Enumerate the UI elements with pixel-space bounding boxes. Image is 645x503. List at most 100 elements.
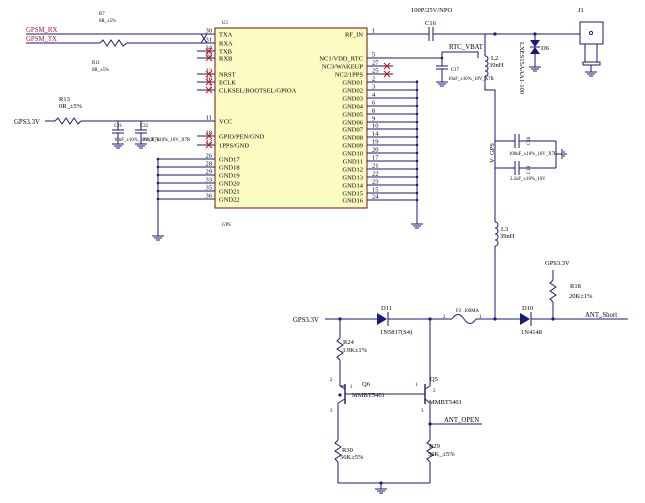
capacitor-c18: 100nF_±10%_10V_X7R C18 — [495, 134, 558, 157]
r29-value: 56K_±5% — [428, 451, 455, 458]
resistor-r30: R30 56K±5% — [334, 439, 364, 463]
l2-value: 39nH — [489, 62, 504, 69]
gpsm-tx-label: GPSM_TX — [26, 36, 57, 43]
q5-pin-e: 3 — [421, 409, 424, 414]
u5-pin-name: NC2/1PPS — [335, 72, 364, 79]
resistor-r13: R13 0R_±5% — [54, 96, 83, 125]
capacitor-c17: C17 10uF_±10%_10V_X7R — [448, 68, 495, 82]
f2-pin-b: 1 — [479, 315, 482, 320]
connector-j1: J1 — [578, 7, 604, 77]
u5-pin-name: 1PPS/GND — [219, 143, 249, 150]
u5-pin-number: 29 — [206, 169, 213, 176]
u5-pin-name: GND11 — [343, 159, 363, 166]
u5-pin-name: GND13 — [342, 175, 363, 182]
gps33-bottom-label: GPS3.3V — [293, 317, 319, 324]
u5-pin-number: 26 — [206, 153, 213, 160]
u5-pin-number: 36 — [206, 193, 213, 200]
r18-value: 20K±1% — [569, 293, 593, 300]
u5-pin-number: 31 — [206, 37, 213, 44]
u5-pin-name: GND02 — [342, 88, 363, 95]
resistor-r18: R18 20K±1% — [549, 279, 593, 303]
r30-value: 56K±5% — [340, 454, 364, 461]
u5-pin-name: GND04 — [342, 104, 363, 111]
antenna-detect-section: GPS3.3V D11 1N5817(S4) 2 F2 100MA 1 D10 … — [293, 305, 628, 494]
r24-value: 3.9K±1% — [342, 347, 368, 354]
d6-value: LXES15AAA1-100 — [518, 42, 525, 94]
u5-pin-number: 3 — [372, 84, 375, 91]
d11-ref: D11 — [381, 305, 392, 312]
rtc-vbat-label: RTC_VBAT — [449, 44, 484, 51]
u5-pin-number: 16 — [206, 76, 213, 83]
u5-pin-number: 9 — [372, 116, 375, 123]
c18-ref: C18 — [527, 136, 532, 145]
u5-pin-name: GND09 — [342, 143, 363, 150]
u5-left-pins: 30TXA31RXA34TXB32RXB13NRST16ECLK7CLKSEL/… — [156, 28, 297, 204]
c17-ref: C17 — [451, 68, 460, 73]
q6-pin-c: 2 — [330, 378, 333, 383]
u5-pin-name: GND17 — [219, 157, 240, 164]
d11-value: 1N5817(S4) — [380, 329, 412, 336]
c16-ref: C16 — [425, 20, 437, 27]
u5-footer: GPS — [222, 223, 231, 228]
u5-pin-name: GND21 — [219, 189, 240, 196]
u5-pin-number: 6 — [372, 100, 376, 107]
u5-pin-number: 17 — [372, 155, 379, 162]
resistor-r29: R29 56K_±5% — [426, 439, 455, 463]
r11-value: 0R_±5% — [92, 68, 109, 73]
q6-pin-e: 3 — [330, 409, 333, 414]
v-gps-label: V_GPS — [489, 143, 496, 163]
c21-value: 10nF_±10%_10V_X7R — [114, 138, 161, 143]
u5-pin-name: NC1/VDD_RTC — [319, 56, 363, 63]
c22-ref: C22 — [140, 124, 149, 129]
u5-right-pins: 1RF_IN5NC1/VDD_RTC27NC3/WAKEUP25NC2/1PPS… — [319, 28, 419, 205]
resistor-r24: R24 3.9K±1% — [336, 337, 368, 361]
q5-pin-c: 2 — [433, 389, 436, 394]
u5-pin-number: 28 — [206, 161, 213, 168]
u5-pin-name: GND03 — [342, 96, 363, 103]
r13-ref: R13 — [59, 96, 70, 103]
c17-value: 10uF_±10%_10V_X7R — [448, 77, 495, 82]
r13-value: 0R_±5% — [59, 103, 83, 110]
u5-pin-number: 2 — [372, 76, 375, 83]
u5-pin-number: 11 — [206, 115, 212, 122]
transistor-q5: Q5 MMBT5401 1 2 3 — [400, 319, 462, 414]
r24-ref: R24 — [343, 339, 355, 346]
u5-pin-name: TXB — [219, 49, 233, 56]
u5-pin-name: GND06 — [342, 120, 363, 127]
diode-d11: D11 1N5817(S4) — [377, 305, 412, 336]
rf-section: 100P/25V/NPO C16 J1 D6 LXES15AAA1-100 — [367, 7, 604, 94]
capacitor-c22: C22 100nF_±10%_10V_X7R — [134, 121, 191, 149]
u5-pin-name: GND10 — [342, 151, 363, 158]
u5-pin-name: RXA — [219, 41, 233, 48]
u5-pin-name: RXB — [219, 56, 233, 63]
l2-ref: L2 — [491, 55, 498, 62]
bias-chain: L2 39nH V_GPS 100nF_±10%_10V_X7R C18 2.2… — [484, 34, 567, 321]
u5-pin-number: 8 — [372, 108, 375, 115]
u5-pin-name: CLKSEL/BOOTSEL/GPIOA — [219, 88, 297, 95]
l3-value: 39nH — [500, 233, 515, 240]
u5-pin-number: 21 — [372, 163, 379, 170]
uart-section: GPSM_RX GPSM_TX R7 0R_±5% R11 0R_±5% — [26, 12, 215, 73]
u5-pin-number: 15 — [372, 187, 379, 194]
diode-d10: D10 1N4148 — [520, 305, 542, 336]
c19-ref: C19 — [527, 165, 532, 174]
u5-pin-number: 34 — [206, 45, 213, 52]
c19-value: 2.2uF_±10%_10V — [510, 177, 546, 182]
c21-ref: C21 — [114, 124, 123, 129]
u5-pin-name: GND07 — [342, 127, 363, 134]
u5-pin-name: GND01 — [342, 80, 363, 87]
u5-pin-number: 19 — [372, 139, 379, 146]
u5-pin-number: 25 — [372, 68, 379, 75]
left-ground-bus — [151, 159, 165, 241]
f2-pin-a: 2 — [443, 315, 446, 320]
gps-module-u5: U5 GPS 30TXA31RXA34TXB32RXB13NRST16ECLK7… — [156, 21, 419, 228]
